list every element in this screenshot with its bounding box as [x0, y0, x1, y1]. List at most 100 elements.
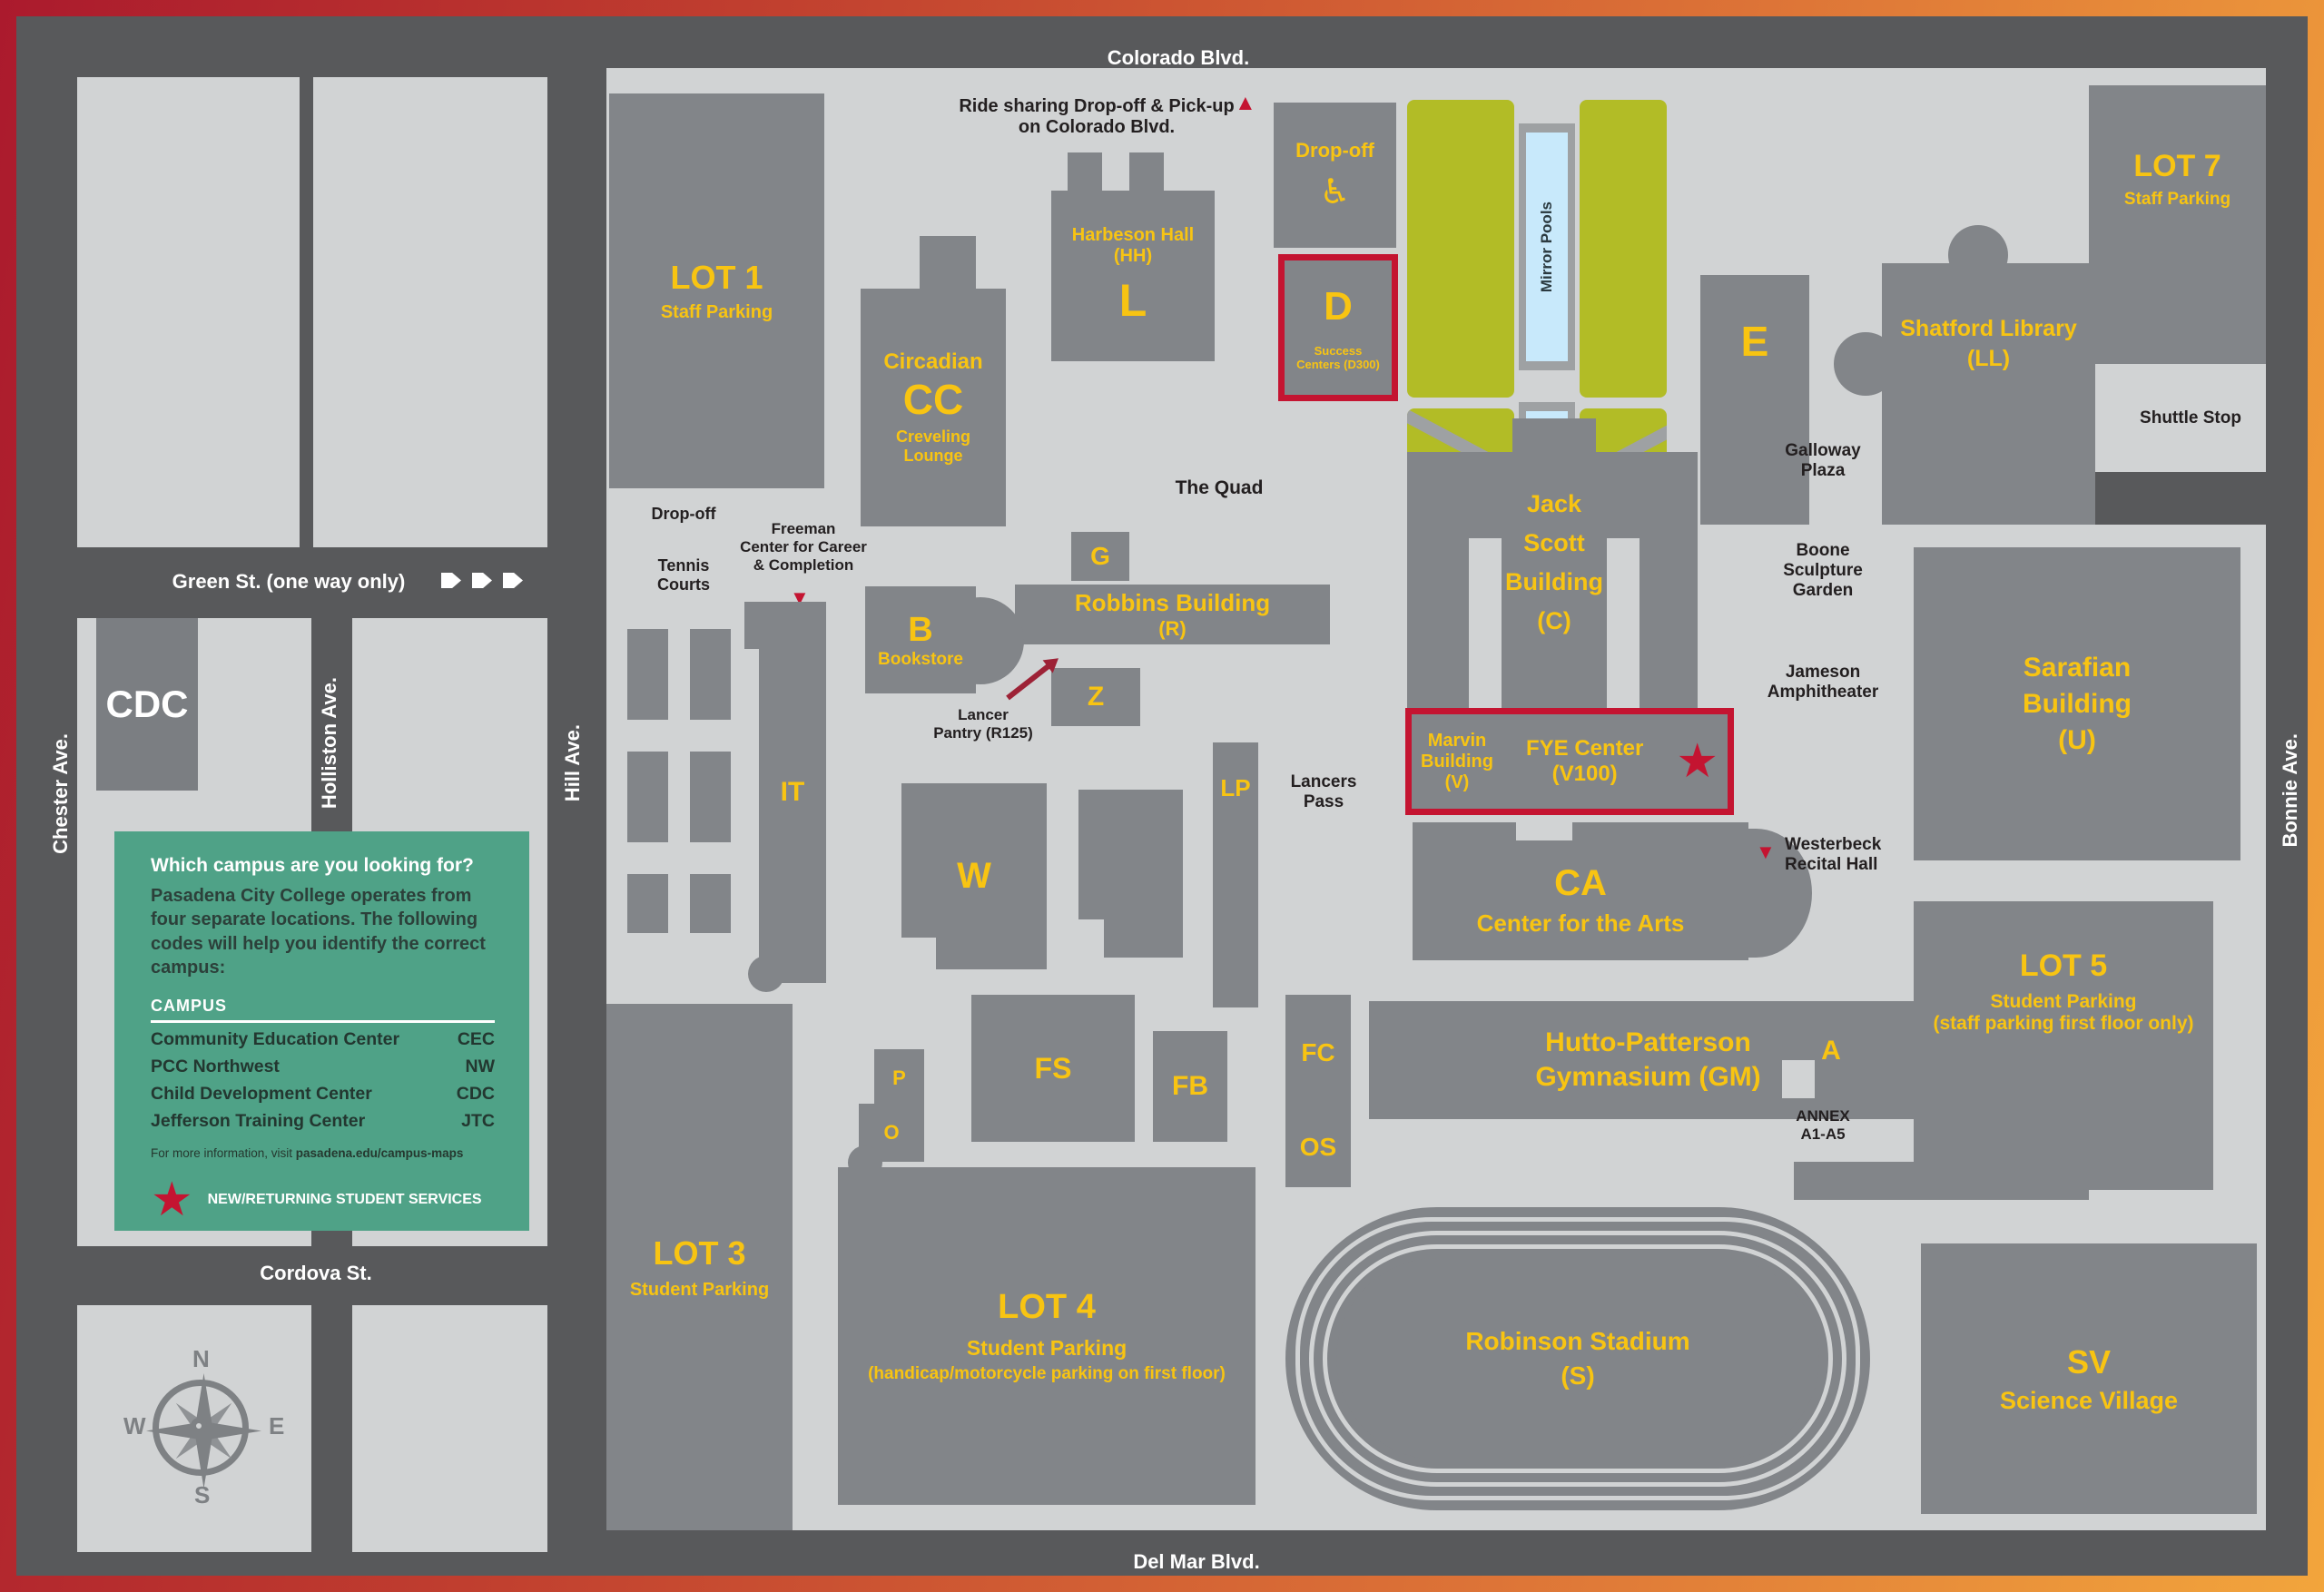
- lancer-pantry-note: Lancer Pantry (R125): [906, 706, 1060, 742]
- tennis-court: [690, 874, 731, 933]
- lot4-sublabel: Student Parking: [966, 1336, 1128, 1360]
- tennis-court: [627, 752, 668, 842]
- street-label-colorado: Colorado Blvd.: [1107, 46, 1250, 69]
- ca-letters: CA: [1554, 863, 1607, 903]
- info-heading: Which campus are you looking for?: [151, 855, 474, 876]
- parking-lot-4: LOT 4 Student Parking (handicap/motorcyc…: [838, 1167, 1256, 1505]
- freeman-center-note: Freeman Center for Career & Completion: [717, 520, 890, 575]
- info-footnote: For more information, visit pasadena.edu…: [151, 1146, 495, 1160]
- building-fb: FB: [1153, 1031, 1227, 1142]
- annex-note: ANNEX A1-A5: [1759, 1107, 1886, 1144]
- tennis-line1: Tennis: [657, 556, 710, 575]
- mirror-pool: Mirror Pools: [1526, 133, 1568, 361]
- campus-code: JTC: [461, 1110, 495, 1131]
- shuttle-stop-note: Shuttle Stop: [2140, 408, 2241, 427]
- city-block: [313, 77, 547, 547]
- street-label-holliston: Holliston Ave.: [318, 677, 340, 810]
- it-label: IT: [780, 777, 805, 807]
- fye-line1: FYE Center: [1525, 736, 1644, 761]
- legend-row: ★ NEW/RETURNING STUDENT SERVICES: [151, 1176, 495, 1223]
- fs-letters: FS: [1034, 1051, 1072, 1085]
- lot4-note: (handicap/motorcycle parking on first fl…: [868, 1364, 1226, 1383]
- fye-line2: (V100): [1551, 762, 1618, 786]
- jack-scott-courtyard: [1607, 538, 1640, 733]
- compass-south-label: S: [194, 1481, 211, 1508]
- parking-lot-3: LOT 3 Student Parking: [606, 1004, 793, 1530]
- tennis-court: [627, 874, 668, 933]
- tennis-courts-note: Tennis Courts: [629, 556, 738, 595]
- map-marker-up-icon: ▲: [1235, 91, 1256, 115]
- campus-name: Jefferson Training Center: [151, 1110, 366, 1131]
- ride-share-line1: Ride sharing Drop-off & Pick-up: [959, 96, 1235, 116]
- lancer-line1: Lancer: [958, 706, 1009, 723]
- building-ca: CA Center for the Arts: [1413, 822, 1748, 960]
- parking-lot-1: LOT 1 Staff Parking: [609, 93, 824, 488]
- boone-line2: Sculpture: [1783, 561, 1863, 580]
- fb-letters: FB: [1172, 1071, 1208, 1101]
- sv-letters: SV: [2066, 1342, 2112, 1381]
- lot4-label: LOT 4: [998, 1288, 1096, 1326]
- d-letter: D: [1324, 284, 1353, 329]
- building-w-notch: [901, 938, 936, 969]
- jameson-amphitheater-note: Jameson Amphitheater: [1737, 663, 1909, 703]
- sarafian-line2: Building: [2023, 688, 2132, 719]
- stadium-ring: Robinson Stadium (S): [1295, 1217, 1860, 1500]
- jack-scott-courtyard: [1469, 538, 1502, 733]
- lot5-label: LOT 5: [2019, 948, 2108, 983]
- building-e: E: [1700, 275, 1809, 525]
- d-sub2: Centers (D300): [1296, 358, 1380, 371]
- p-letter: P: [892, 1066, 906, 1089]
- hutto-line1: Hutto-Patterson: [1545, 1027, 1751, 1057]
- building-robbins: Robbins Building (R): [1015, 585, 1330, 644]
- shatford-line1: Shatford Library: [1900, 316, 2077, 341]
- street-label-bonnie: Bonnie Ave.: [2279, 733, 2301, 848]
- campus-table-header: CAMPUS: [151, 997, 495, 1023]
- building-drop-off: Drop-off ♿: [1274, 103, 1396, 248]
- campus-name: Child Development Center: [151, 1083, 372, 1104]
- building-w: W: [901, 783, 1047, 969]
- jameson-line1: Jameson: [1785, 663, 1861, 682]
- jack-scott-line1: Jack: [1526, 490, 1582, 517]
- campus-info-panel: Which campus are you looking for? Pasade…: [114, 831, 529, 1231]
- city-block: [77, 77, 300, 547]
- building-marvin-fye: Marvin Building (V) FYE Center (V100) ★: [1405, 708, 1734, 815]
- b-letter: B: [908, 610, 933, 649]
- info-body: Pasadena City College operates from four…: [151, 886, 486, 978]
- street-label-del-mar: Del Mar Blvd.: [1133, 1550, 1260, 1573]
- freeman-line1: Freeman: [771, 520, 836, 537]
- g-letter: G: [1090, 542, 1110, 570]
- lancers-pass-line1: Lancers: [1290, 772, 1357, 791]
- freeman-line2: Center for Career: [740, 538, 867, 555]
- boone-garden-note: Boone Sculpture Garden: [1755, 541, 1891, 601]
- cc-line4: Lounge: [903, 447, 963, 465]
- street-label-green: Green St. (one way only): [172, 570, 406, 593]
- w-letter: W: [957, 856, 991, 896]
- lot7-sublabel: Staff Parking: [2123, 190, 2231, 209]
- marvin-label: Marvin Building (V): [1421, 731, 1493, 793]
- sv-sublabel: Science Village: [1999, 1386, 2179, 1414]
- sarafian-line3: (U): [2058, 724, 2096, 755]
- street-label-hill: Hill Ave.: [561, 724, 584, 802]
- robbins-line1: Robbins Building: [1074, 588, 1271, 616]
- building-fs: FS: [971, 995, 1135, 1142]
- building-p: P: [874, 1049, 924, 1107]
- jack-scott-line3: Building: [1505, 568, 1603, 595]
- stadium-ring: Robinson Stadium (S): [1309, 1231, 1846, 1487]
- ca-sublabel: Center for the Arts: [1476, 909, 1685, 937]
- tennis-court: [690, 752, 731, 842]
- os-letters: OS: [1299, 1133, 1337, 1161]
- footnote-link: pasadena.edu/campus-maps: [295, 1145, 464, 1160]
- compass-ring: [153, 1380, 249, 1476]
- quad-note: The Quad: [1175, 477, 1264, 498]
- compass-rose: N S W E: [122, 1340, 285, 1512]
- harbeson-line2: (HH): [1113, 246, 1153, 266]
- building-harbeson-tooth: [1129, 152, 1164, 194]
- lancers-pass-note: Lancers Pass: [1274, 772, 1374, 812]
- annex-line1: ANNEX: [1796, 1107, 1850, 1125]
- tennis-court: [627, 629, 668, 720]
- star-icon: ★: [1676, 735, 1718, 788]
- lot3-sublabel: Student Parking: [629, 1279, 770, 1300]
- compass-west-label: W: [123, 1412, 146, 1440]
- a-letter: A: [1821, 1036, 1841, 1066]
- robbins-line2: (R): [1158, 616, 1187, 640]
